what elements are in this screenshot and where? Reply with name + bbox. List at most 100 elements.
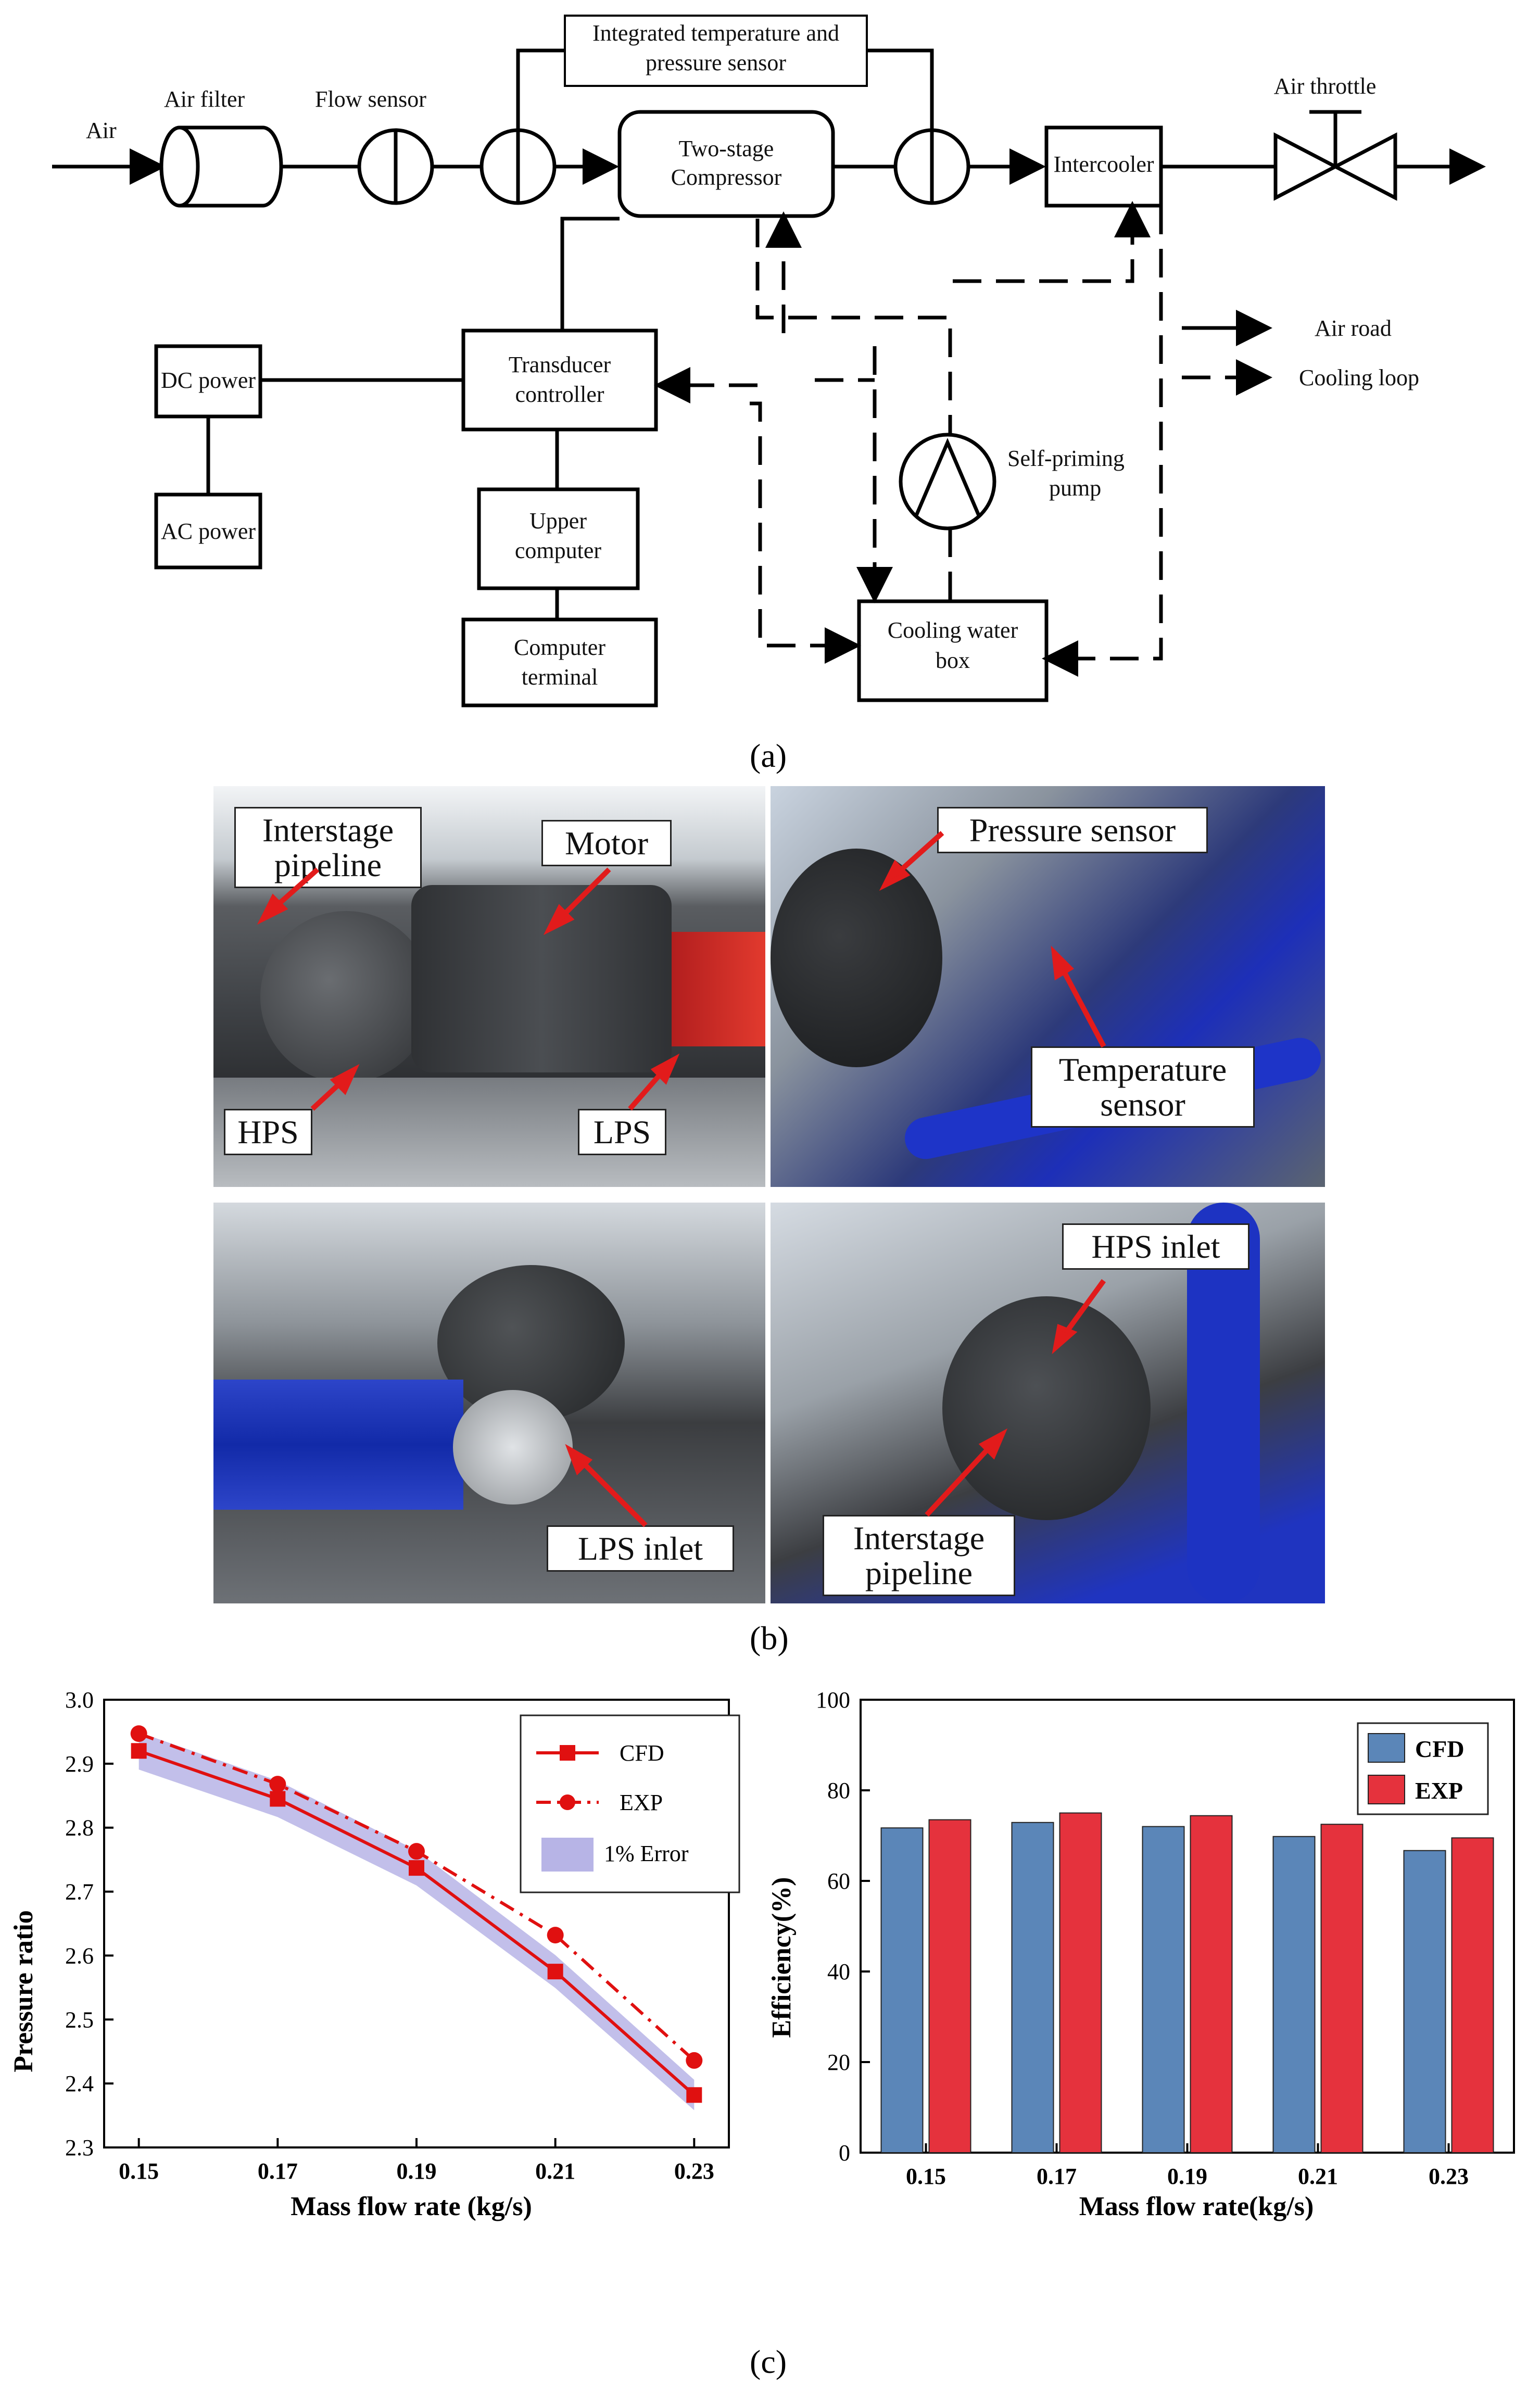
legend-exp: EXP (620, 1790, 663, 1815)
label-motor: Motor (541, 820, 672, 867)
y-tick-label: 60 (827, 1868, 850, 1894)
label-lps: LPS (578, 1109, 666, 1156)
photo-compressor-overview: Interstage pipeline Motor HPS LPS (213, 786, 765, 1187)
left-chart-ylabel: Pressure ratio (9, 1910, 39, 2072)
y-tick-label: 0 (839, 2140, 850, 2166)
photo4-arrows (925, 1279, 1106, 1517)
label-ac-power: AC power (161, 519, 256, 544)
y-tick-label: 2.3 (65, 2135, 94, 2160)
legend-air-road: Air road (1315, 315, 1392, 341)
x-tick-label: 0.19 (397, 2158, 437, 2184)
exp-point (130, 1725, 147, 1742)
cfd-point (686, 2087, 702, 2103)
y-tick-label: 100 (816, 1687, 850, 1713)
label-pressure-sensor: Pressure sensor (937, 807, 1208, 854)
photo-lps-inlet: LPS inlet (213, 1203, 765, 1603)
exp-point (269, 1776, 286, 1793)
panel-label-b: (b) (750, 1620, 789, 1657)
cfd-point (131, 1743, 147, 1759)
bar-cfd (1403, 1850, 1446, 2153)
label-upper-2: computer (515, 538, 602, 563)
exp-point (408, 1843, 425, 1860)
legend-bar-exp: EXP (1415, 1777, 1463, 1804)
y-tick-label: 2.7 (65, 1879, 94, 1905)
photo3-arrows (565, 1444, 648, 1527)
label-terminal-1: Computer (514, 635, 605, 660)
label-intercooler: Intercooler (1054, 151, 1154, 177)
label-hps: HPS (224, 1109, 312, 1156)
panel-label-c: (c) (750, 2343, 787, 2380)
efficiency-chart: 0 20 40 60 80 100 0.15 0.17 0.19 0.21 0.23 CFD EXP… (767, 1687, 1515, 2221)
self-priming-pump-icon (899, 433, 996, 530)
cfd-point (547, 1964, 563, 1980)
label-compressor-2: Compressor (671, 165, 782, 190)
photo2-arrows (879, 831, 1106, 1048)
label-dc-power: DC power (161, 368, 256, 393)
legend-cfd: CFD (620, 1740, 664, 1766)
x-tick-label: 0.15 (119, 2158, 159, 2184)
y-tick-label: 3.0 (65, 1687, 94, 1713)
legend-cooling-loop: Cooling loop (1299, 365, 1419, 390)
label-pump-2: pump (1049, 475, 1101, 501)
label-transducer-1: Transducer (509, 352, 611, 377)
label-integrated-sensor-2: pressure sensor (646, 50, 786, 75)
photo-hps-inlet: HPS inlet Interstage pipeline (771, 1203, 1325, 1603)
x-tick-label: 0.17 (258, 2158, 298, 2184)
y-tick-label: 2.8 (65, 1815, 94, 1841)
y-tick-label: 20 (827, 2050, 850, 2075)
label-air: Air (86, 118, 117, 143)
legend-bar-cfd: CFD (1415, 1736, 1465, 1762)
bar-cfd (1272, 1836, 1316, 2153)
bar-exp (928, 1819, 971, 2153)
exp-point (547, 1927, 564, 1944)
bar-exp (1451, 1837, 1494, 2154)
y-tick-label: 2.5 (65, 2007, 94, 2032)
y-tick-label: 40 (827, 1959, 850, 1984)
left-chart-xlabel: Mass flow rate (kg/s) (291, 2192, 532, 2221)
bar-exp (1190, 1815, 1233, 2154)
x-tick-label: 0.15 (906, 2164, 946, 2189)
y-tick-label: 80 (827, 1778, 850, 1803)
x-tick-label: 0.21 (1298, 2164, 1338, 2189)
cfd-point (270, 1791, 286, 1807)
label-lps-inlet: LPS inlet (547, 1525, 734, 1572)
bar-exp (1059, 1812, 1102, 2153)
x-tick-label: 0.23 (1429, 2164, 1469, 2189)
right-chart-xlabel: Mass flow rate(kg/s) (1079, 2192, 1314, 2221)
legend-error-band: 1% Error (604, 1841, 689, 1866)
label-air-throttle: Air throttle (1274, 73, 1377, 99)
label-air-filter: Air filter (164, 86, 245, 112)
panel-label-a: (a) (750, 737, 787, 774)
system-diagram: Air Air filter Flow sensor Integrated te… (52, 15, 1486, 707)
bar-cfd (880, 1827, 924, 2153)
label-terminal-2: terminal (522, 664, 598, 690)
label-integrated-sensor-1: Integrated temperature and (592, 20, 839, 46)
y-tick-label: 2.4 (65, 2071, 94, 2096)
label-interstage-pipeline-2: Interstage pipeline (823, 1515, 1015, 1597)
label-pump-1: Self-priming (1007, 446, 1125, 471)
label-box-2: box (936, 648, 970, 673)
photo1-arrows (257, 867, 680, 1111)
exp-point (686, 2052, 703, 2069)
bar-cfd (1142, 1826, 1185, 2154)
y-tick-label: 2.9 (65, 1751, 94, 1777)
label-box-1: Cooling water (888, 617, 1018, 643)
bar-exp (1320, 1824, 1364, 2153)
x-tick-label: 0.19 (1167, 2164, 1207, 2189)
pressure-ratio-chart: 2.3 2.4 2.5 2.6 2.7 2.8 2.9 3.0 0.15 0.17 0.19 0.21… (9, 1687, 740, 2221)
photo-sensors: Pressure sensor Temperature sensor (771, 786, 1325, 1187)
label-compressor-1: Two-stage (679, 136, 774, 161)
label-hps-inlet: HPS inlet (1062, 1223, 1249, 1270)
label-flow-sensor: Flow sensor (315, 86, 426, 112)
right-chart-ylabel: Efficiency(%) (767, 1877, 797, 2038)
y-tick-label: 2.6 (65, 1943, 94, 1968)
label-upper-1: Upper (529, 508, 587, 534)
bar-cfd (1011, 1822, 1054, 2153)
label-transducer-2: controller (515, 382, 604, 407)
cfd-point (409, 1860, 424, 1876)
label-temperature-sensor: Temperature sensor (1031, 1046, 1255, 1128)
x-tick-label: 0.23 (674, 2158, 714, 2184)
x-tick-label: 0.21 (535, 2158, 575, 2184)
label-interstage-pipeline: Interstage pipeline (234, 807, 422, 889)
x-tick-label: 0.17 (1037, 2164, 1077, 2189)
